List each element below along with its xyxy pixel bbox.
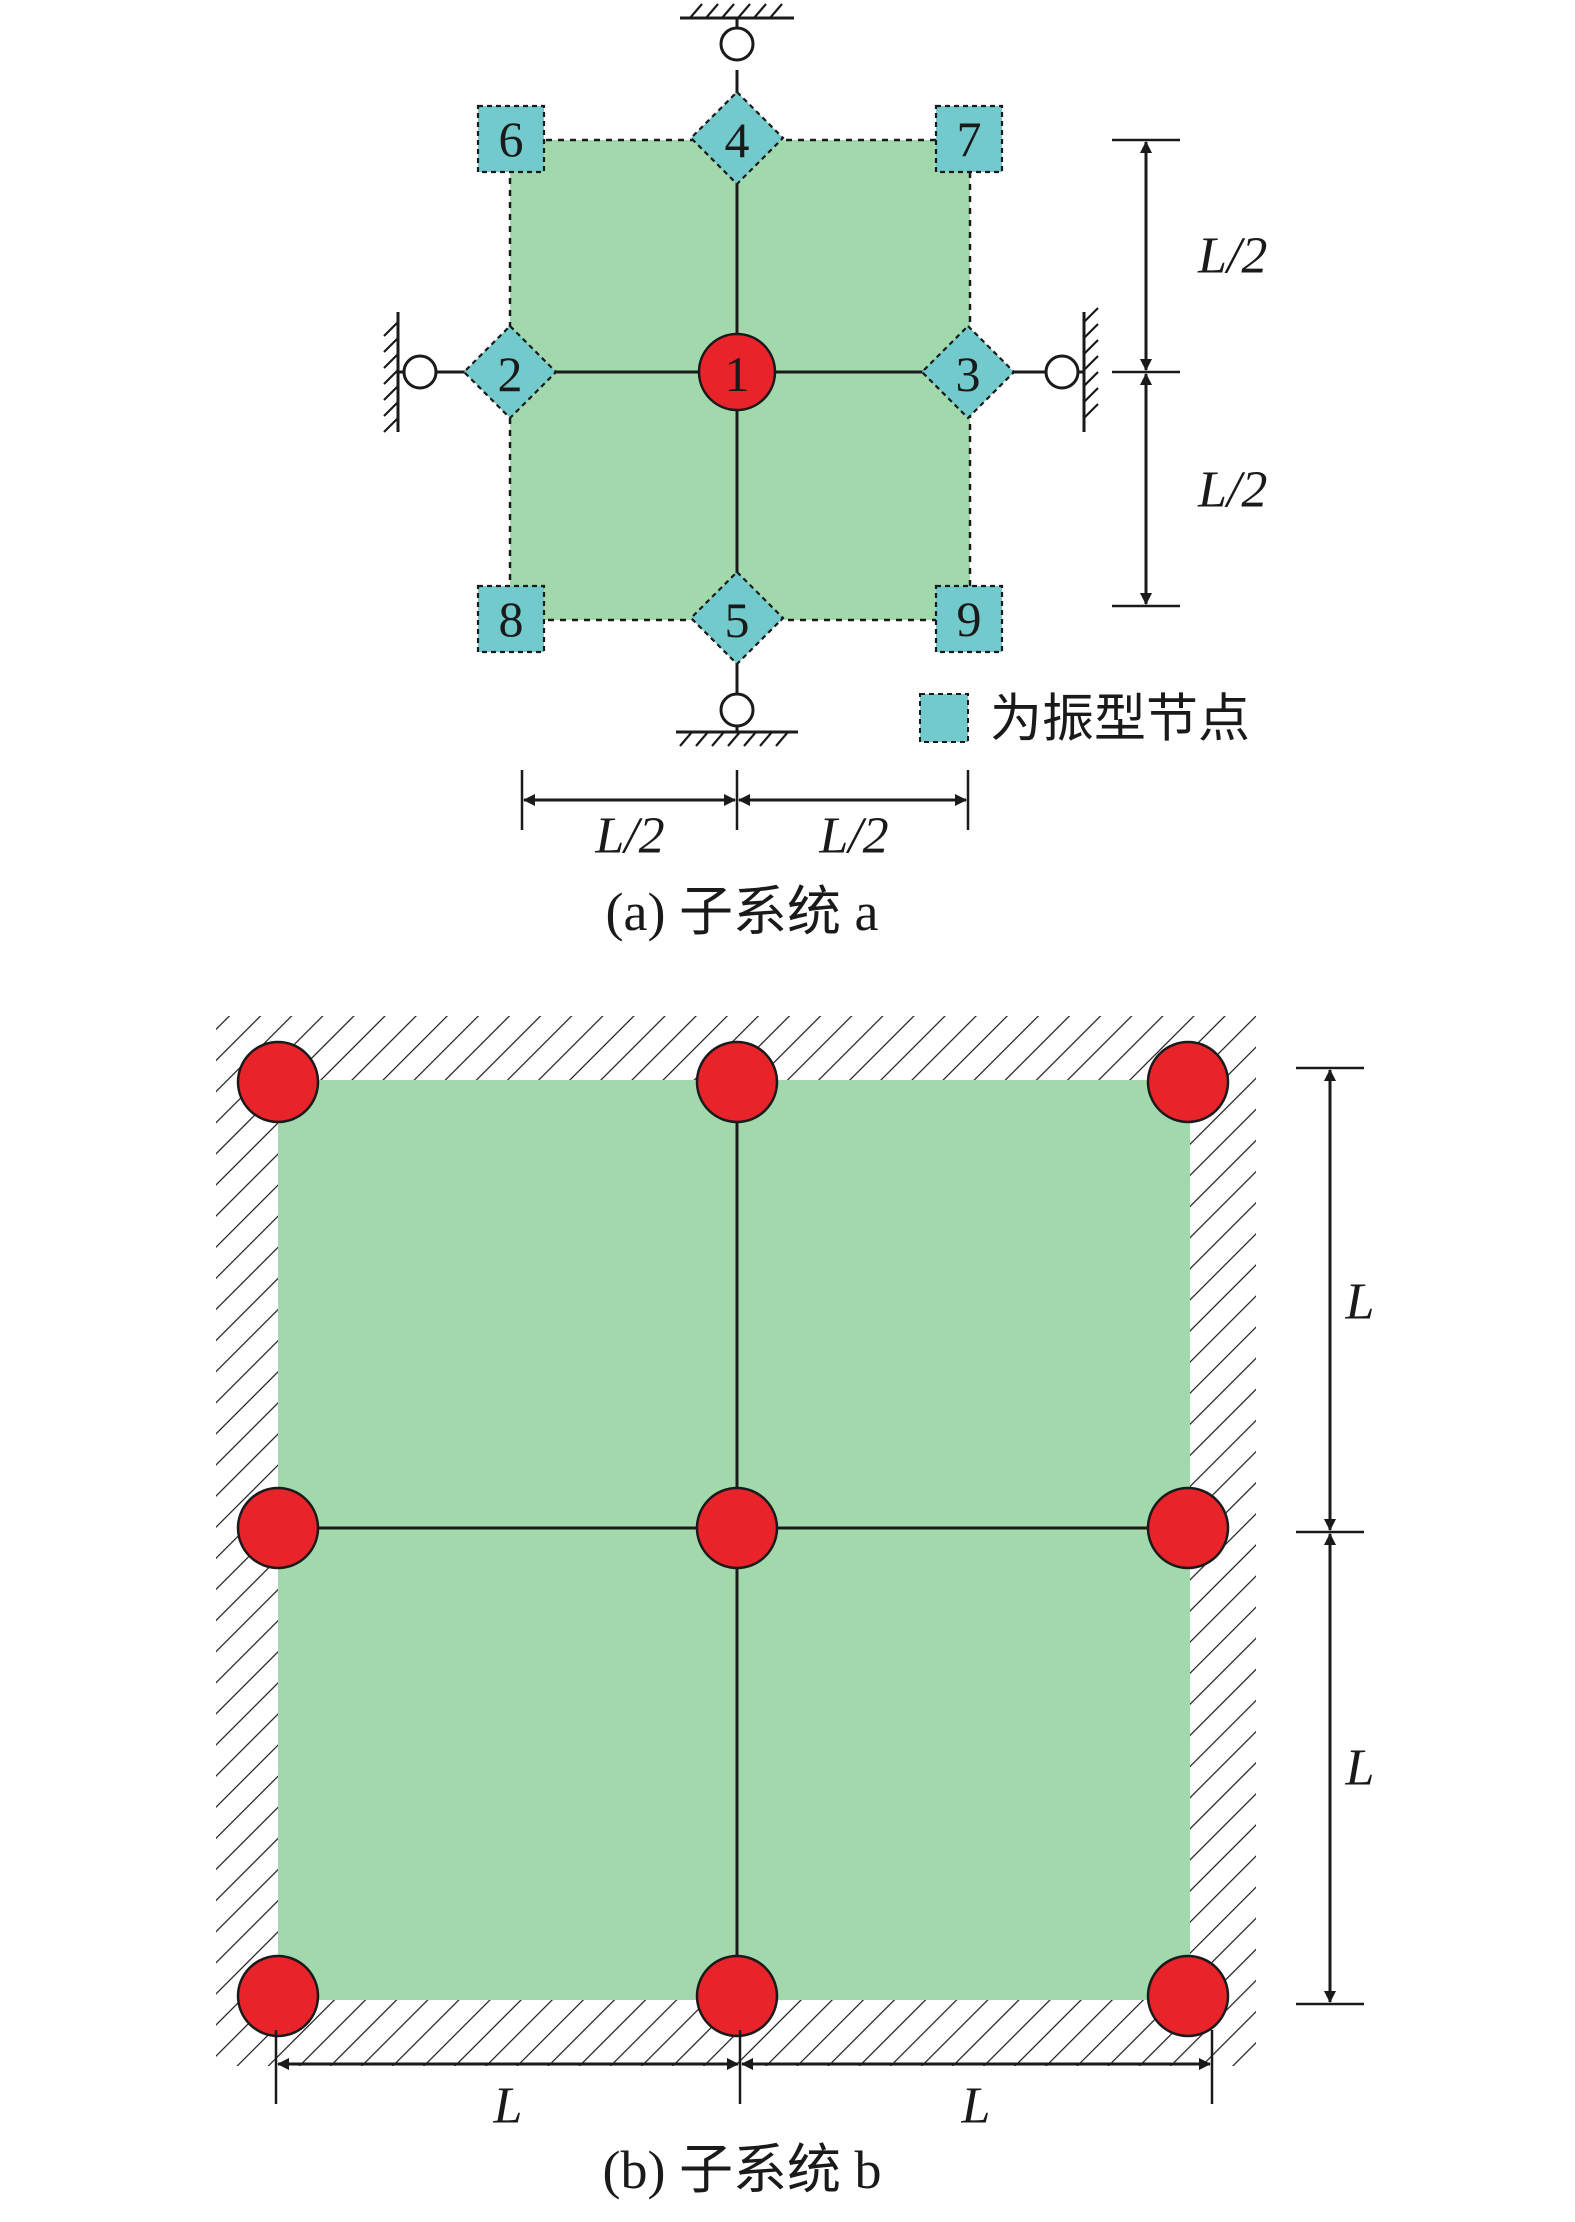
svg-text:3: 3 bbox=[956, 346, 981, 402]
corner-node-9: 9 bbox=[934, 584, 1004, 654]
dimension-vertical-b: L L bbox=[1296, 1066, 1375, 2006]
dimension-vertical-a: L/2 L/2 bbox=[1112, 138, 1267, 608]
node-b-center bbox=[695, 1486, 779, 1570]
svg-text:5: 5 bbox=[725, 592, 750, 648]
top-support bbox=[680, 3, 794, 108]
dimension-horizontal-a: L/2 L/2 bbox=[520, 770, 970, 865]
corner-node-8: 8 bbox=[476, 584, 546, 654]
caption-b: (b) 子系统 b bbox=[603, 2140, 882, 2200]
edge-node-3: 3 bbox=[920, 324, 1016, 420]
svg-text:2: 2 bbox=[498, 346, 523, 402]
dim-label-b-h-left: L bbox=[493, 2078, 523, 2135]
dim-label-v-upper: L/2 bbox=[1197, 228, 1267, 285]
dim-label-v-lower: L/2 bbox=[1197, 462, 1267, 519]
svg-text:7: 7 bbox=[957, 111, 982, 167]
corner-node-6: 6 bbox=[476, 104, 546, 174]
node-b-bottom-middle bbox=[695, 1954, 779, 2038]
svg-text:1: 1 bbox=[725, 346, 750, 402]
corner-node-7: 7 bbox=[934, 104, 1004, 174]
node-b-bottom-left bbox=[236, 1954, 320, 2038]
edge-node-4: 4 bbox=[689, 90, 785, 186]
right-support bbox=[1002, 307, 1099, 432]
node-b-top-middle bbox=[695, 1040, 779, 1124]
node-b-middle-right bbox=[1146, 1486, 1230, 1570]
legend-swatch bbox=[919, 693, 969, 743]
node-b-top-right bbox=[1146, 1040, 1230, 1124]
dim-label-b-v-upper: L bbox=[1345, 1274, 1375, 1331]
bottom-support bbox=[676, 660, 798, 747]
dim-label-h-right: L/2 bbox=[818, 808, 888, 865]
legend: 为振型节点 bbox=[919, 692, 1250, 749]
legend-label: 为振型节点 bbox=[990, 692, 1250, 749]
nodes-b bbox=[236, 1040, 1230, 2038]
dim-label-h-left: L/2 bbox=[594, 808, 664, 865]
caption-a: (a) 子系统 a bbox=[606, 882, 879, 942]
subsystem-a: 6 7 8 9 2 3 4 5 bbox=[383, 3, 1267, 942]
edge-node-5: 5 bbox=[689, 570, 785, 666]
left-support bbox=[383, 312, 472, 433]
node-b-bottom-right bbox=[1146, 1954, 1230, 2038]
subsystem-b: L L L L (b) 子系统 b bbox=[216, 1016, 1374, 2200]
dim-label-b-h-right: L bbox=[961, 2078, 991, 2135]
center-node-1: 1 bbox=[697, 332, 777, 412]
node-b-middle-left bbox=[236, 1486, 320, 1570]
dim-label-b-v-lower: L bbox=[1345, 1740, 1375, 1797]
svg-text:4: 4 bbox=[725, 112, 750, 168]
svg-text:8: 8 bbox=[499, 591, 524, 647]
dimension-horizontal-b: L L bbox=[274, 2030, 1214, 2135]
node-b-top-left bbox=[236, 1040, 320, 1124]
svg-text:6: 6 bbox=[499, 111, 524, 167]
edge-node-2: 2 bbox=[462, 324, 558, 420]
svg-text:9: 9 bbox=[957, 591, 982, 647]
